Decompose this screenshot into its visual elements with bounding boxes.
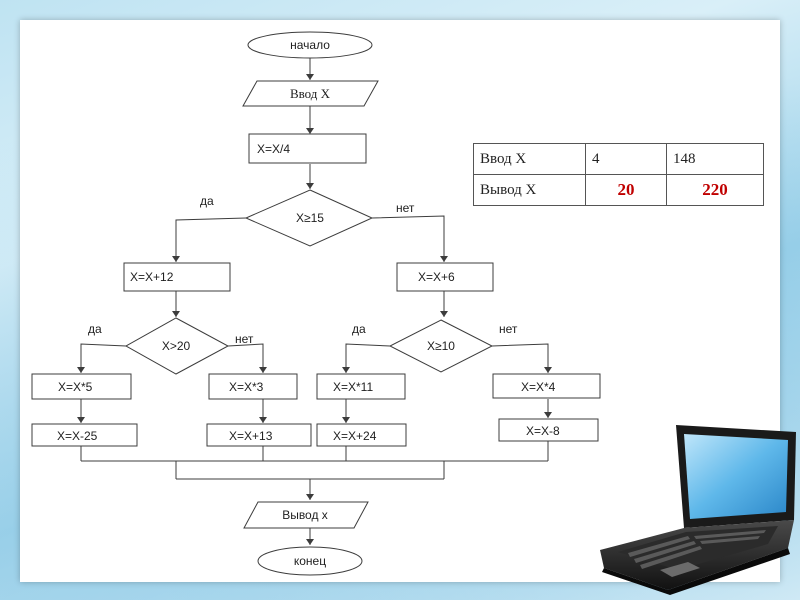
process-sub8: X=X-8 (498, 418, 599, 442)
connectors (77, 58, 552, 545)
process-mul4: X=X*4 (492, 373, 601, 399)
start-label: начало (290, 38, 330, 52)
table-row-input: Ввод X 4 148 (473, 143, 764, 175)
process-add13-label: X=X+13 (229, 429, 273, 443)
process-add24-label: X=X+24 (333, 429, 377, 443)
laptop-icon (600, 425, 796, 595)
no-right-label: нет (499, 322, 518, 336)
end-label: конец (294, 554, 326, 568)
decision-main: X≥15 (244, 189, 374, 247)
decision-right: X≥10 (388, 319, 494, 373)
yes-right-label: да (352, 322, 366, 336)
input-value-2: 148 (666, 143, 764, 175)
process-mul4-label: X=X*4 (521, 380, 556, 394)
decision-left-label: X>20 (162, 339, 191, 353)
process-mul11-label: X=X*11 (333, 380, 373, 394)
process-mul3-label: X=X*3 (229, 380, 264, 394)
process-div: X=X/4 (248, 133, 367, 164)
process-add6-label: X=X+6 (418, 270, 455, 284)
row-output-label: Вывод X (473, 174, 586, 206)
output-label: Вывод x (282, 508, 328, 522)
output-block: Вывод x (243, 501, 369, 529)
start-terminal: начало (247, 31, 373, 59)
io-table: Ввод X 4 148 Вывод X 20 220 (473, 143, 764, 206)
process-add12-label: X=X+12 (130, 270, 174, 284)
process-mul5: X=X*5 (31, 373, 132, 400)
process-sub25-label: X=X-25 (57, 429, 98, 443)
slide-panel (20, 20, 780, 582)
no-left-label: нет (235, 332, 254, 346)
no-main-label: нет (396, 201, 415, 215)
process-div-label: X=X/4 (257, 142, 290, 156)
input-label: Ввод X (290, 86, 331, 101)
process-mul11: X=X*11 (316, 373, 406, 400)
table-row-output: Вывод X 20 220 (473, 174, 764, 206)
yes-left-label: да (88, 322, 102, 336)
process-add6: X=X+6 (396, 262, 494, 292)
output-value-1: 20 (585, 174, 667, 206)
process-sub8-label: X=X-8 (526, 424, 560, 438)
yes-main-label: да (200, 194, 214, 208)
process-mul5-label: X=X*5 (58, 380, 93, 394)
process-add12: X=X+12 (123, 262, 231, 292)
output-value-2: 220 (666, 174, 764, 206)
end-terminal: конец (257, 546, 363, 576)
process-mul3: X=X*3 (208, 373, 298, 400)
decision-main-label: X≥15 (296, 211, 324, 225)
process-add24: X=X+24 (316, 423, 407, 447)
row-input-label: Ввод X (473, 143, 586, 175)
process-add13: X=X+13 (206, 423, 312, 447)
decision-right-label: X≥10 (427, 339, 455, 353)
input-block: Ввод X (242, 80, 379, 107)
process-sub25: X=X-25 (31, 423, 138, 447)
decision-left: X>20 (124, 317, 230, 375)
input-value-1: 4 (585, 143, 667, 175)
